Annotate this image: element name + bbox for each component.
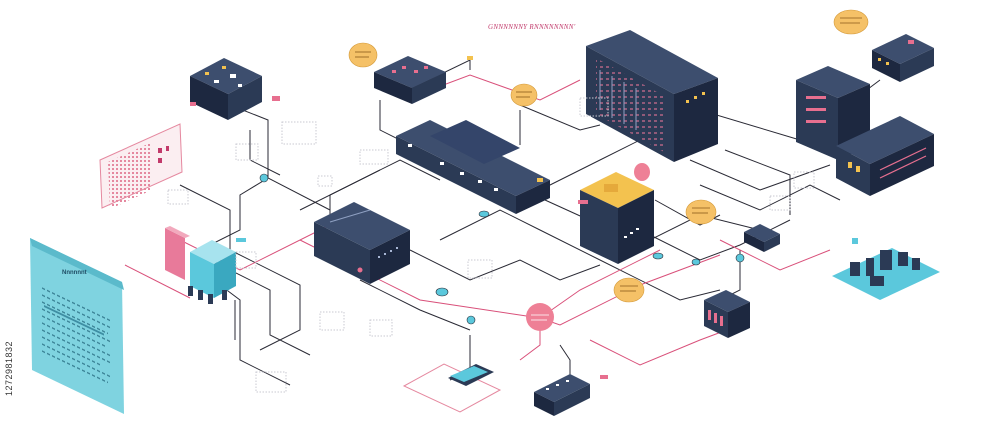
yellow-top-cube — [580, 172, 654, 264]
network-nodes — [259, 173, 745, 325]
info-bubbles — [348, 9, 869, 303]
blue-switch — [188, 240, 236, 304]
faint-outline-icons — [167, 97, 815, 393]
stock-id-label: 1272981832 — [2, 300, 16, 420]
panel-heading: Nnnnnnt — [62, 270, 87, 276]
bottom-device — [534, 374, 590, 416]
router-chassis — [396, 120, 550, 214]
top-left-device — [190, 58, 262, 120]
bubble-text-lines — [355, 17, 862, 292]
pink-bubbles — [526, 163, 650, 331]
stock-id-text: 1272981832 — [4, 340, 14, 396]
tower-server-right — [796, 66, 870, 160]
rack-server-large — [586, 30, 718, 162]
bottom-board — [402, 363, 502, 413]
top-center-device — [374, 56, 446, 104]
circuit-board — [832, 248, 940, 300]
pink-card-small — [165, 226, 190, 280]
wide-server-right — [836, 116, 934, 196]
pink-grid-card — [99, 123, 183, 209]
top-right-device — [872, 34, 934, 82]
tiny-accents — [190, 56, 858, 379]
connector-box — [744, 224, 780, 252]
info-panel — [30, 238, 124, 414]
diagram-header-text: GNNNNNNY RNNNNNNNN' — [488, 23, 576, 31]
center-server — [314, 202, 410, 284]
pink-screen-cube — [704, 290, 750, 338]
dark-wires — [179, 59, 881, 390]
